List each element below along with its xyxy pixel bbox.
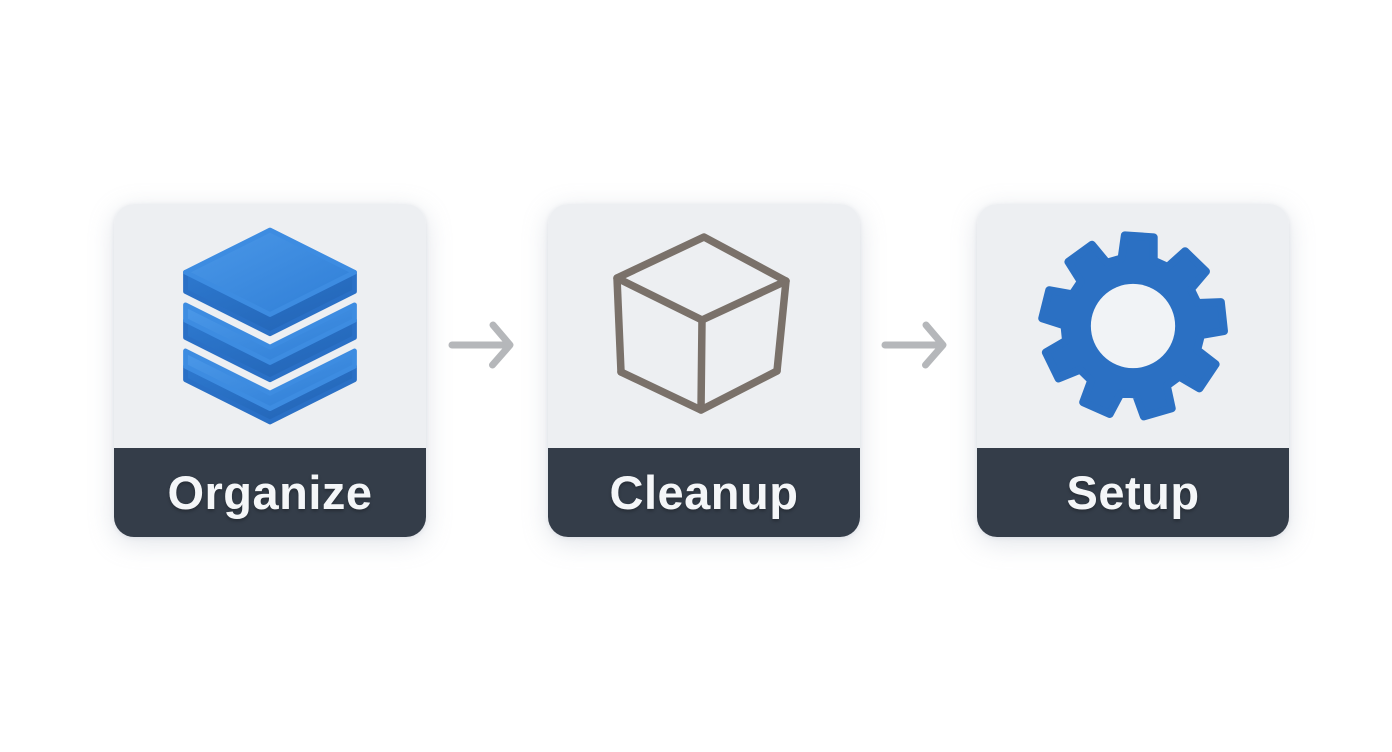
step-label-cleanup: Cleanup [609,466,799,519]
cube-icon [613,233,790,414]
arrow-right-1-icon [448,321,514,369]
cube-left-edge [613,274,625,376]
step-label-bar-organize: Organize [114,448,426,537]
cube-top-face [613,233,790,324]
arrow-head [489,321,514,369]
step-card-cleanup: Cleanup [548,204,860,537]
step-label-setup: Setup [1066,466,1200,519]
step-label-organize: Organize [167,466,373,519]
step-label-bar-cleanup: Cleanup [548,448,860,537]
step-card-setup-icon-area [977,204,1289,448]
layer-middle-top [183,302,357,365]
arrow-right-2-icon [881,321,947,369]
cube-right-edge [773,277,790,375]
layer-bottom-top [183,348,357,411]
layers-icon [183,227,357,425]
arrow-head [922,321,947,369]
step-label-bar-setup: Setup [977,448,1289,537]
step-card-setup: Setup [977,204,1289,537]
gear-icon [1038,231,1228,421]
cube-bottom-edges [617,367,781,414]
gear-center-hole [1090,283,1176,369]
layer-top-face [183,227,357,317]
step-card-cleanup-icon-area [548,204,860,448]
cube-center-edge [697,316,706,414]
step-card-organize-icon-area [114,204,426,448]
step-card-organize: Organize [114,204,426,537]
